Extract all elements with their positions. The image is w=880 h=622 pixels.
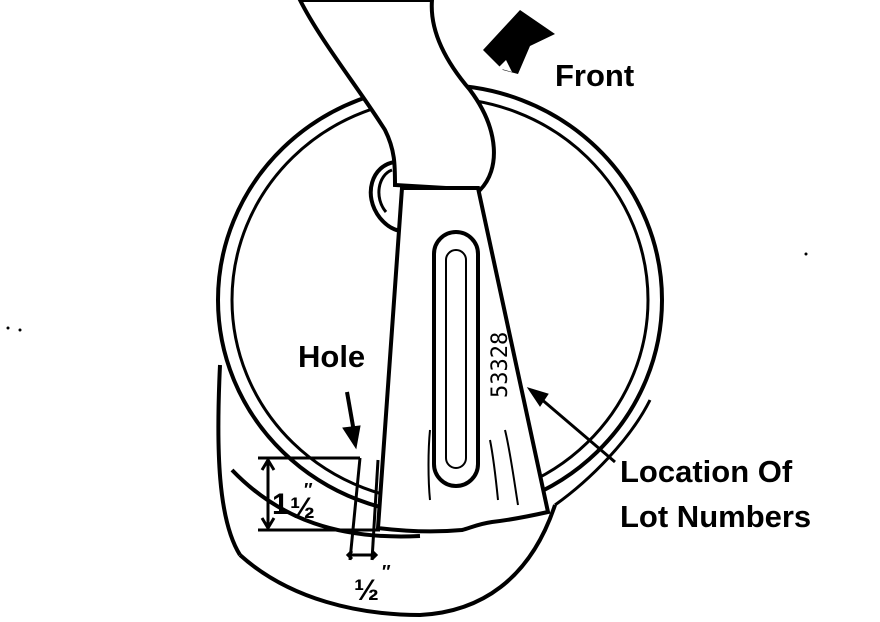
hole-label: Hole: [298, 339, 365, 374]
front-arrow-icon: [483, 10, 555, 74]
vertical-dimension-whole: 1: [272, 488, 289, 521]
hole-arrow: [342, 391, 361, 450]
lot-number-stamp: 53328: [488, 332, 513, 398]
horizontal-dimension-fraction: ½: [354, 574, 379, 607]
speck: [18, 328, 22, 332]
lot-number-leader: [526, 387, 616, 464]
tapered-block: 53328: [375, 186, 551, 534]
hole-marker: [345, 457, 380, 561]
vertical-dimension-unit: ″: [304, 480, 313, 500]
location-label-line1: Location Of: [620, 454, 793, 489]
speck: [6, 326, 10, 330]
vertical-dimension: [258, 456, 380, 532]
location-label-line2: Lot Numbers: [620, 499, 811, 534]
front-label: Front: [555, 58, 634, 93]
speck: [804, 252, 808, 256]
vertical-dimension-fraction: ½: [290, 492, 315, 525]
horizontal-dimension-unit: ″: [382, 562, 391, 582]
